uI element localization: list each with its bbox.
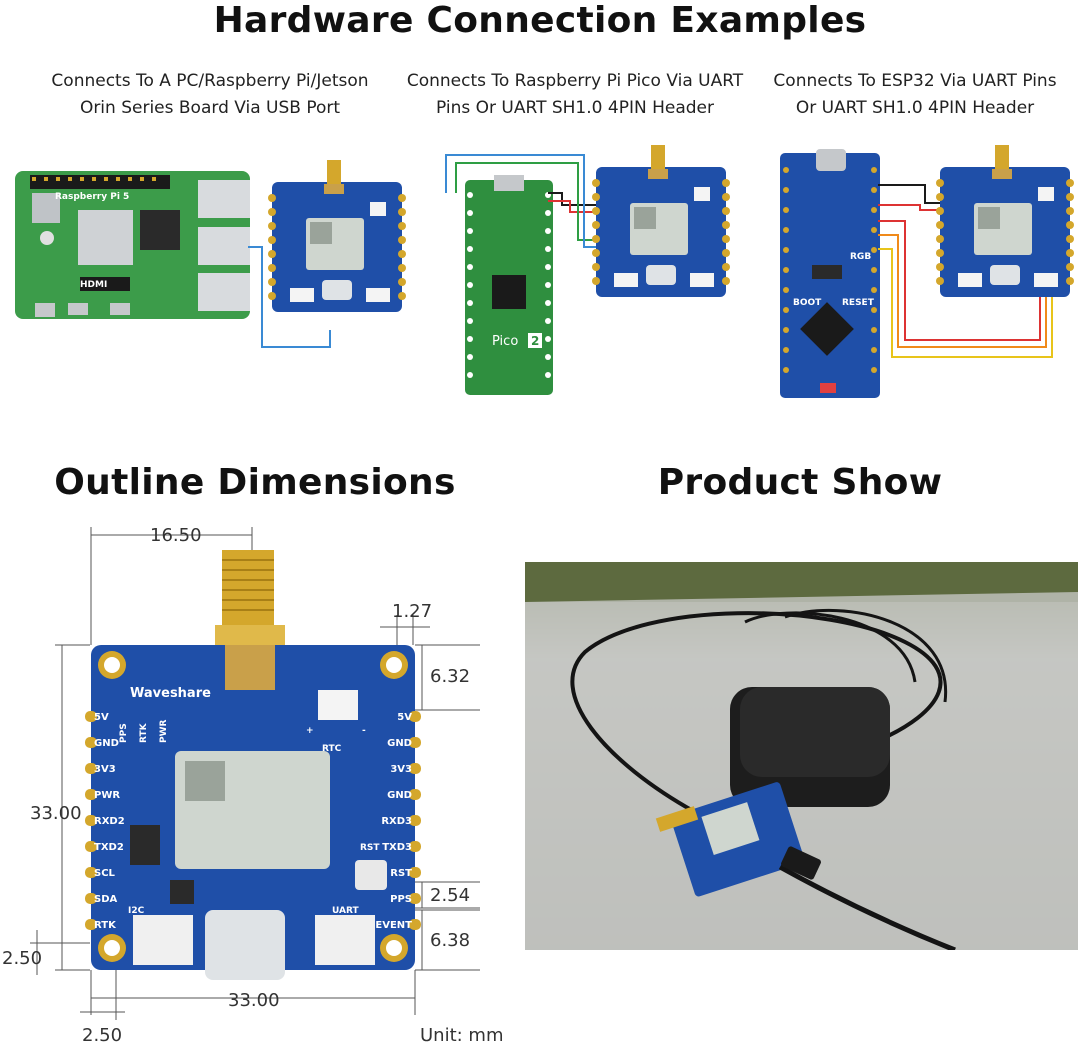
connection-illustrations: Raspberry Pi 5 HDMI Pico 2 BOOT RESET RG… (15, 145, 1074, 398)
uart-connector (315, 915, 375, 965)
left-pin-label: 5V (94, 712, 109, 723)
gps-module-esp32 (936, 145, 1074, 297)
dim-bottom-offset: 2.50 (82, 1025, 122, 1044)
left-pin-label: GND (94, 738, 119, 749)
esp32-rgb-label: RGB (850, 252, 871, 262)
caption-line: Connects To Raspberry Pi Pico Via UART (406, 71, 744, 91)
outline-diagram: Waveshare 5V GND 3V3 PWR RXD2 TXD2 SCL S… (2, 525, 504, 1044)
rtc-plus-label: + (306, 726, 314, 736)
right-pin-label: PPS (390, 894, 412, 905)
i2c-connector (133, 915, 193, 965)
right-pin-label: GND (387, 790, 412, 801)
rpi-hdmi-label: HDMI (80, 280, 107, 290)
reset-button[interactable] (355, 860, 387, 890)
right-pin-label: RST (390, 868, 412, 879)
page-title: Hardware Connection Examples (213, 0, 867, 41)
pico-board: Pico 2 (465, 175, 553, 395)
raspberry-pi-board: Raspberry Pi 5 HDMI (15, 171, 250, 319)
left-pin-label: SDA (94, 894, 118, 905)
caption-line: Pins Or UART SH1.0 4PIN Header (436, 98, 714, 118)
i2c-label: I2C (128, 906, 145, 916)
usb-c-port[interactable] (205, 910, 285, 980)
dim-left-offset: 2.50 (2, 948, 42, 969)
left-pin-label: RTK (94, 920, 117, 931)
caption-line: Connects To ESP32 Via UART Pins (773, 71, 1057, 91)
product-title: Product Show (657, 462, 943, 503)
example-caption-usb: Connects To A PC/Raspberry Pi/Jetson Ori… (30, 68, 390, 122)
gps-module-usb (268, 160, 406, 312)
right-pin-label: 3V3 (390, 764, 412, 775)
right-pin-label: 5V (397, 712, 412, 723)
dim-top-right-height: 6.32 (430, 666, 470, 687)
left-pin-label: PWR (94, 790, 120, 801)
dim-bottom-right-height: 6.38 (430, 930, 470, 951)
dim-top-width: 16.50 (150, 525, 202, 546)
rpi-label: Raspberry Pi 5 (55, 192, 129, 202)
esp32-reset-label: RESET (842, 298, 875, 308)
esp32-board: BOOT RESET RGB (780, 149, 880, 398)
dim-pin-pitch: 2.54 (430, 885, 470, 906)
rtc-battery-connector (318, 690, 358, 720)
example-caption-esp32: Connects To ESP32 Via UART Pins Or UART … (755, 68, 1075, 122)
rst-label: RST (360, 843, 380, 853)
outline-title: Outline Dimensions (54, 462, 456, 503)
left-pin-label: SCL (94, 868, 116, 879)
esp32-boot-label: BOOT (793, 298, 822, 308)
left-pin-label: 3V3 (94, 764, 116, 775)
rtc-label: RTC (322, 744, 342, 754)
product-photo (525, 562, 1078, 950)
unit-label: Unit: mm (420, 1025, 504, 1044)
caption-line: Connects To A PC/Raspberry Pi/Jetson (51, 71, 369, 91)
right-pin-label: EVENT (375, 920, 412, 931)
right-pin-label: TXD3 (382, 842, 412, 853)
left-pin-label: RXD2 (94, 816, 125, 827)
gps-module-pico (592, 145, 730, 297)
rtc-minus-label: - (362, 726, 366, 736)
sma-connector (215, 550, 285, 690)
dim-hole-offset: 1.27 (392, 601, 432, 622)
led-label-pps: PPS (119, 723, 129, 743)
module-brand: Waveshare (130, 686, 211, 701)
caption-line: Orin Series Board Via USB Port (79, 98, 341, 118)
led-label-rtk: RTK (139, 722, 149, 743)
dim-height: 33.00 (30, 803, 82, 824)
pico-label: Pico (492, 334, 518, 349)
example-caption-pico: Connects To Raspberry Pi Pico Via UART P… (395, 68, 755, 122)
right-pin-label: GND (387, 738, 412, 749)
led-label-pwr: PWR (159, 719, 169, 743)
dim-bottom-width: 33.00 (228, 990, 280, 1011)
right-pin-label: RXD3 (381, 816, 412, 827)
uart-label: UART (332, 906, 360, 916)
left-pin-label: TXD2 (94, 842, 124, 853)
pico-badge: 2 (531, 334, 539, 348)
caption-line: Or UART SH1.0 4PIN Header (795, 98, 1035, 118)
